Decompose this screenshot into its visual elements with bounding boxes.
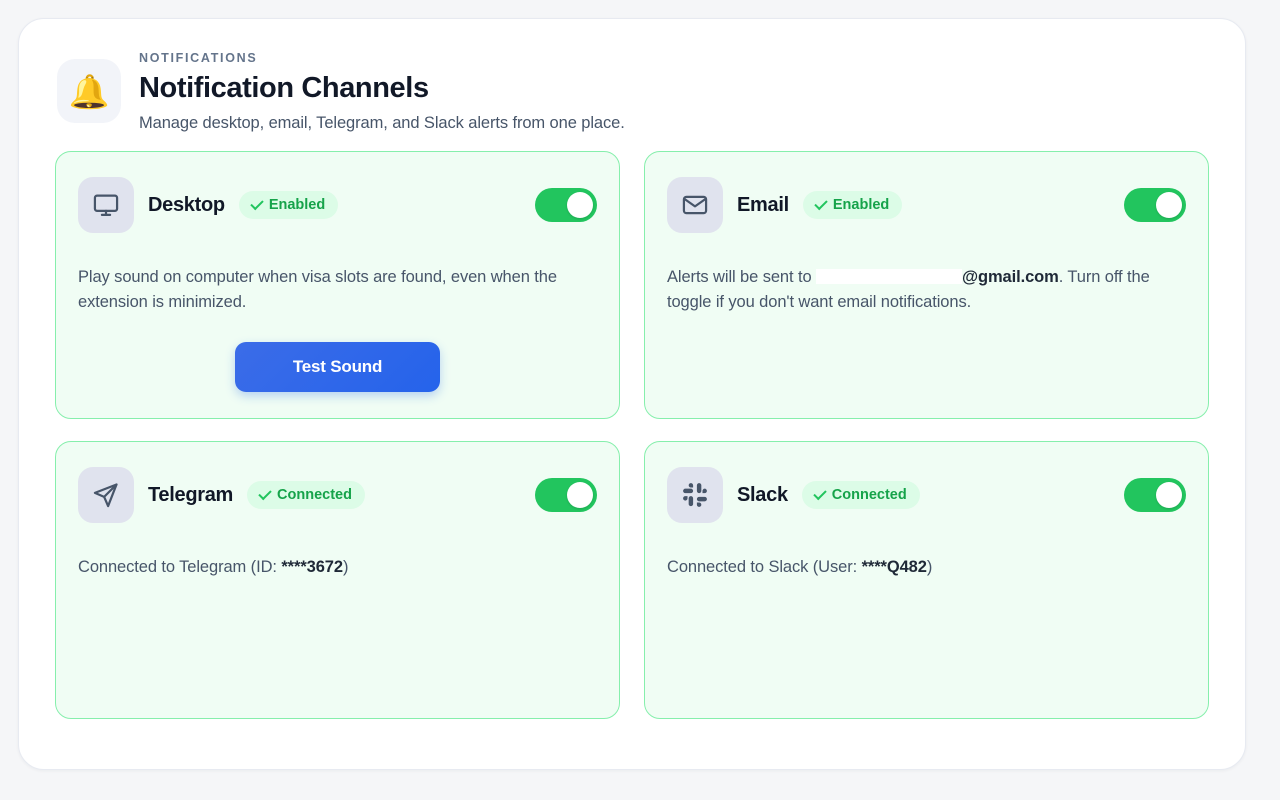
card-actions-desktop: Test Sound [78, 342, 597, 396]
status-badge-label: Connected [277, 487, 352, 503]
toggle-desktop[interactable] [535, 188, 597, 222]
toggle-knob [567, 482, 593, 508]
check-icon [258, 489, 271, 502]
card-header-email: Email Enabled [667, 177, 1186, 233]
check-icon [813, 489, 826, 502]
channel-card-slack: Slack Connected Connected to Slack (User… [644, 441, 1209, 719]
toggle-telegram[interactable] [535, 478, 597, 512]
card-title-email: Email [737, 193, 789, 216]
card-description-desktop: Play sound on computer when visa slots a… [78, 268, 557, 311]
page-title: Notification Channels [139, 72, 429, 104]
slack-desc-suffix: ) [926, 558, 933, 576]
card-header-desktop: Desktop Enabled [78, 177, 597, 233]
telegram-desc-suffix: ) [342, 558, 349, 576]
channel-card-telegram: Telegram Connected Connected to Telegram… [55, 441, 620, 719]
email-desc-suffix: . Turn off the toggle if you don't want … [667, 268, 1150, 311]
slack-desc-prefix: Connected to Slack (User: [667, 558, 862, 576]
card-header-slack: Slack Connected [667, 467, 1186, 523]
email-domain: @gmail.com [962, 268, 1059, 286]
toggle-email[interactable] [1124, 188, 1186, 222]
slack-icon [667, 467, 723, 523]
status-badge-desktop: Enabled [238, 191, 339, 219]
envelope-icon [667, 177, 723, 233]
eyebrow-label: NOTIFICATIONS [139, 51, 258, 65]
toggle-slack[interactable] [1124, 478, 1186, 512]
page-header: 🔔 NOTIFICATIONS Notification Channels Ma… [53, 45, 1211, 151]
toggle-knob [567, 192, 593, 218]
card-description-telegram: Connected to Telegram (ID: ****3672) [78, 555, 597, 580]
bell-icon: 🔔 [57, 59, 121, 123]
card-title-slack: Slack [737, 483, 788, 506]
status-badge-email: Enabled [802, 191, 903, 219]
monitor-icon [78, 177, 134, 233]
slack-user-value: ****Q482 [861, 558, 927, 576]
check-icon [250, 199, 263, 212]
header-text-group: NOTIFICATIONS Notification Channels Mana… [139, 49, 625, 133]
card-header-telegram: Telegram Connected [78, 467, 597, 523]
send-icon [78, 467, 134, 523]
notification-panel: 🔔 NOTIFICATIONS Notification Channels Ma… [18, 18, 1246, 770]
test-sound-button[interactable]: Test Sound [234, 342, 441, 392]
email-desc-prefix: Alerts will be sent to [667, 268, 817, 286]
telegram-id-value: ****3672 [281, 558, 343, 576]
page-subtitle: Manage desktop, email, Telegram, and Sla… [139, 114, 625, 132]
status-badge-telegram: Connected [247, 481, 365, 509]
telegram-desc-prefix: Connected to Telegram (ID: [78, 558, 282, 576]
channel-grid: Desktop Enabled Play sound on computer w… [53, 151, 1211, 719]
redacted-email-block [816, 269, 963, 285]
status-badge-label: Enabled [268, 197, 326, 213]
toggle-knob [1156, 192, 1182, 218]
card-title-desktop: Desktop [148, 193, 225, 216]
status-badge-slack: Connected [801, 481, 920, 509]
card-description-email: Alerts will be sent to @gmail.com. Turn … [667, 265, 1186, 315]
card-description-slack: Connected to Slack (User: ****Q482) [667, 555, 1186, 580]
card-title-telegram: Telegram [148, 483, 234, 506]
channel-card-email: Email Enabled Alerts will be sent to @gm… [644, 151, 1209, 419]
channel-card-desktop: Desktop Enabled Play sound on computer w… [55, 151, 620, 419]
status-badge-label: Enabled [832, 197, 890, 213]
toggle-knob [1156, 482, 1182, 508]
check-icon [814, 199, 827, 212]
status-badge-label: Connected [831, 487, 907, 503]
